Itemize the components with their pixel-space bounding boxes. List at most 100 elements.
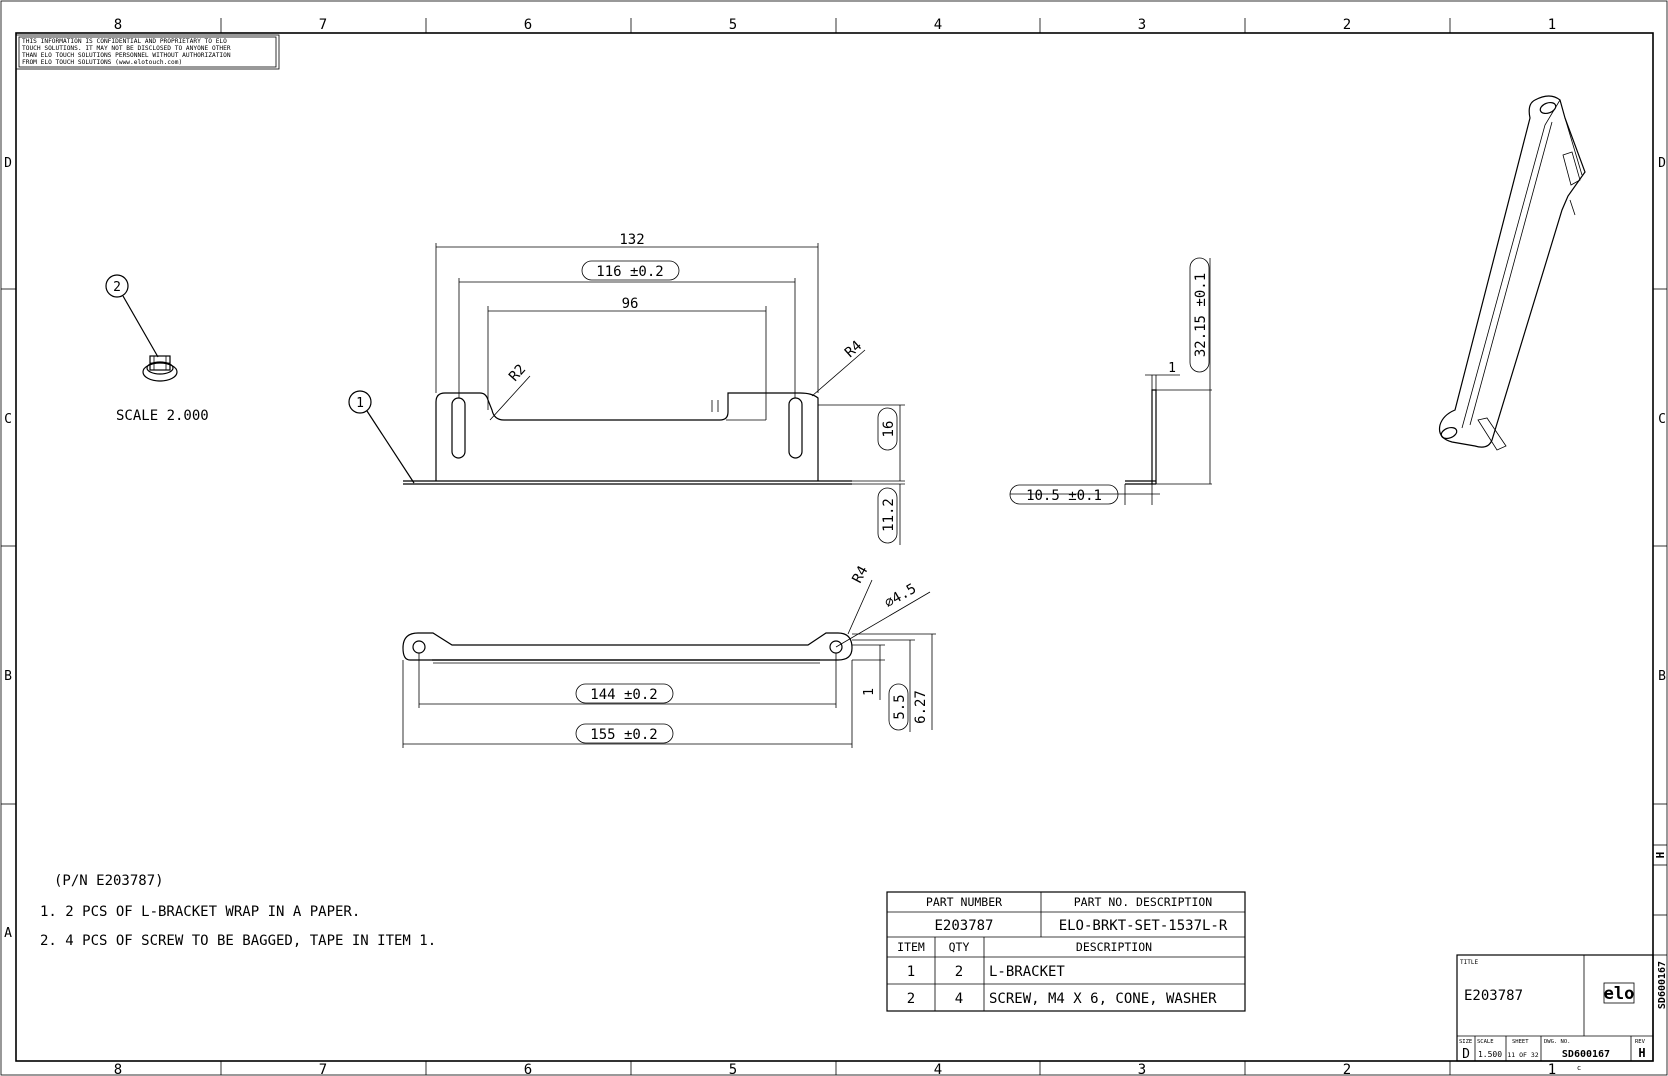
title-value: E203787 [1464,988,1523,1004]
dim-r2: R2 [489,361,531,421]
dim-5-5: 5.5 [852,639,915,732]
dim-label: R4 [842,338,865,361]
zone-col-label: 3 [1138,17,1146,33]
confidential-line: THAN ELO TOUCH SOLUTIONS PERSONNEL WITHO… [22,52,231,59]
dim-10-5: 10.5 ±0.1 [1009,484,1160,505]
size-label: SIZE [1459,1039,1472,1045]
bom-header-description: PART NO. DESCRIPTION [1074,895,1213,909]
bom-col-item: ITEM [897,940,925,954]
dim-1-bottom: 1 [852,644,885,700]
zone-row-label: B [4,669,12,684]
bom-part-number: E203787 [934,918,993,934]
dim-11-2: 11.2 [852,483,905,545]
zone-row-label: D [1658,156,1666,171]
confidential-box [15,34,280,70]
bom-row-description: SCREW, M4 X 6, CONE, WASHER [989,991,1217,1007]
dim-label: 10.5 ±0.1 [1026,488,1102,504]
rev-label: REV [1635,1039,1646,1045]
dim-132: 132 [435,232,819,393]
rev-value: H [1638,1046,1645,1060]
dim-116: 116 ±0.2 [458,260,796,398]
zone-col-label: 5 [729,1062,737,1076]
dim-label: 11.2 [881,498,897,532]
dim-6-27: 6.27 [852,633,936,730]
dim-label: 1 [862,688,877,696]
dim-16: 16 [818,404,905,482]
scale-value: 1.500 [1478,1050,1502,1059]
dwg-no-label: DWG. NO. [1544,1039,1571,1045]
confidential-line: FROM ELO TOUCH SOLUTIONS (www.elotouch.c… [22,59,182,66]
zone-col-label: 5 [729,17,737,33]
elo-logo: elo [1603,982,1635,1004]
dim-label: ⌀4.5 [882,581,919,612]
dim-label: R4 [849,563,871,585]
zone-row-label: B [1658,669,1666,684]
scale-label: SCALE [1477,1039,1494,1045]
confidential-line: THIS INFORMATION IS CONFIDENTIAL AND PRO… [22,38,227,45]
zone-col-label: 8 [114,1062,122,1076]
bracket-top-view [402,632,853,664]
zone-row-label: A [4,926,12,941]
balloon-2 [105,274,129,298]
zone-row-label: C [1658,412,1666,427]
bom-row-qty: 4 [955,991,963,1007]
confidential-line: TOUCH SOLUTIONS. IT MAY NOT BE DISCLOSED… [22,45,231,52]
dim-dia-4-5: ⌀4.5 [835,581,931,648]
zone-row-label: C [4,412,12,427]
balloon-label: 2 [113,280,121,295]
dim-label: 32.15 ±0.1 [1193,273,1209,357]
bom-header-part-number: PART NUMBER [926,895,1002,909]
title-label: TITLE [1460,959,1478,966]
zone-col-label: 7 [319,17,327,33]
dim-155: 155 ±0.2 [402,660,853,748]
bom-row-description: L-BRACKET [989,964,1065,980]
dim-label: 144 ±0.2 [590,687,657,703]
dim-label: 116 ±0.2 [596,264,663,280]
dwg-no-value: SD600167 [1562,1049,1610,1060]
bom-col-qty: QTY [949,940,970,954]
size-value: D [1462,1047,1470,1062]
dim-r4-top: R4 [811,338,866,397]
dim-label: 16 [881,421,897,438]
zone-col-label: 2 [1343,1062,1351,1076]
dim-label: 1 [1168,361,1176,376]
sheet-label: SHEET [1512,1039,1529,1045]
bracket-side-view [1125,258,1212,485]
zone-col-label: 1 [1548,1062,1556,1076]
zone-col-label: 4 [934,17,942,33]
dim-label: 6.27 [913,690,929,724]
bom-row-qty: 2 [955,964,963,980]
dim-32-15: 32.15 ±0.1 [1189,257,1210,373]
side-rev: H [1654,852,1667,859]
bottom-mark: c [1577,1064,1581,1072]
zone-col-label: 6 [524,1062,532,1076]
side-dwg-no: SD600167 [1657,961,1668,1009]
bom-row-item: 2 [907,991,915,1007]
balloon-1 [348,390,372,414]
dim-label: 5.5 [892,694,908,719]
dim-label: 155 ±0.2 [590,727,657,743]
zone-col-label: 7 [319,1062,327,1076]
dim-144: 144 ±0.2 [418,653,837,708]
inner-border [15,32,1654,1062]
title-block: TITLE E203787 elo SIZE SCALE SHEET DWG. … [1456,954,1654,1072]
zone-col-label: 4 [934,1062,942,1076]
sheet-value: 11 OF 32 [1507,1051,1538,1059]
zone-col-label: 8 [114,17,122,33]
side-strip: H SD600167 [1653,844,1668,1009]
notes-part-number: (P/N E203787) [54,873,164,889]
bom-col-description: DESCRIPTION [1076,940,1152,954]
zone-col-label: 2 [1343,17,1351,33]
bom-table: PART NUMBER PART NO. DESCRIPTION ITEM QT… [886,891,1246,1012]
elo-logo-text: elo [1604,984,1635,1004]
balloon-label: 1 [356,396,364,411]
zone-col-label: 3 [1138,1062,1146,1076]
bracket-isometric-view [1438,95,1586,451]
zone-row-label: D [4,156,12,171]
dim-label: 96 [622,296,639,312]
dim-1-side: 1 [1145,361,1180,390]
dim-r4-bottom: R4 [847,563,873,635]
bracket-front-view: 1 [348,390,852,485]
